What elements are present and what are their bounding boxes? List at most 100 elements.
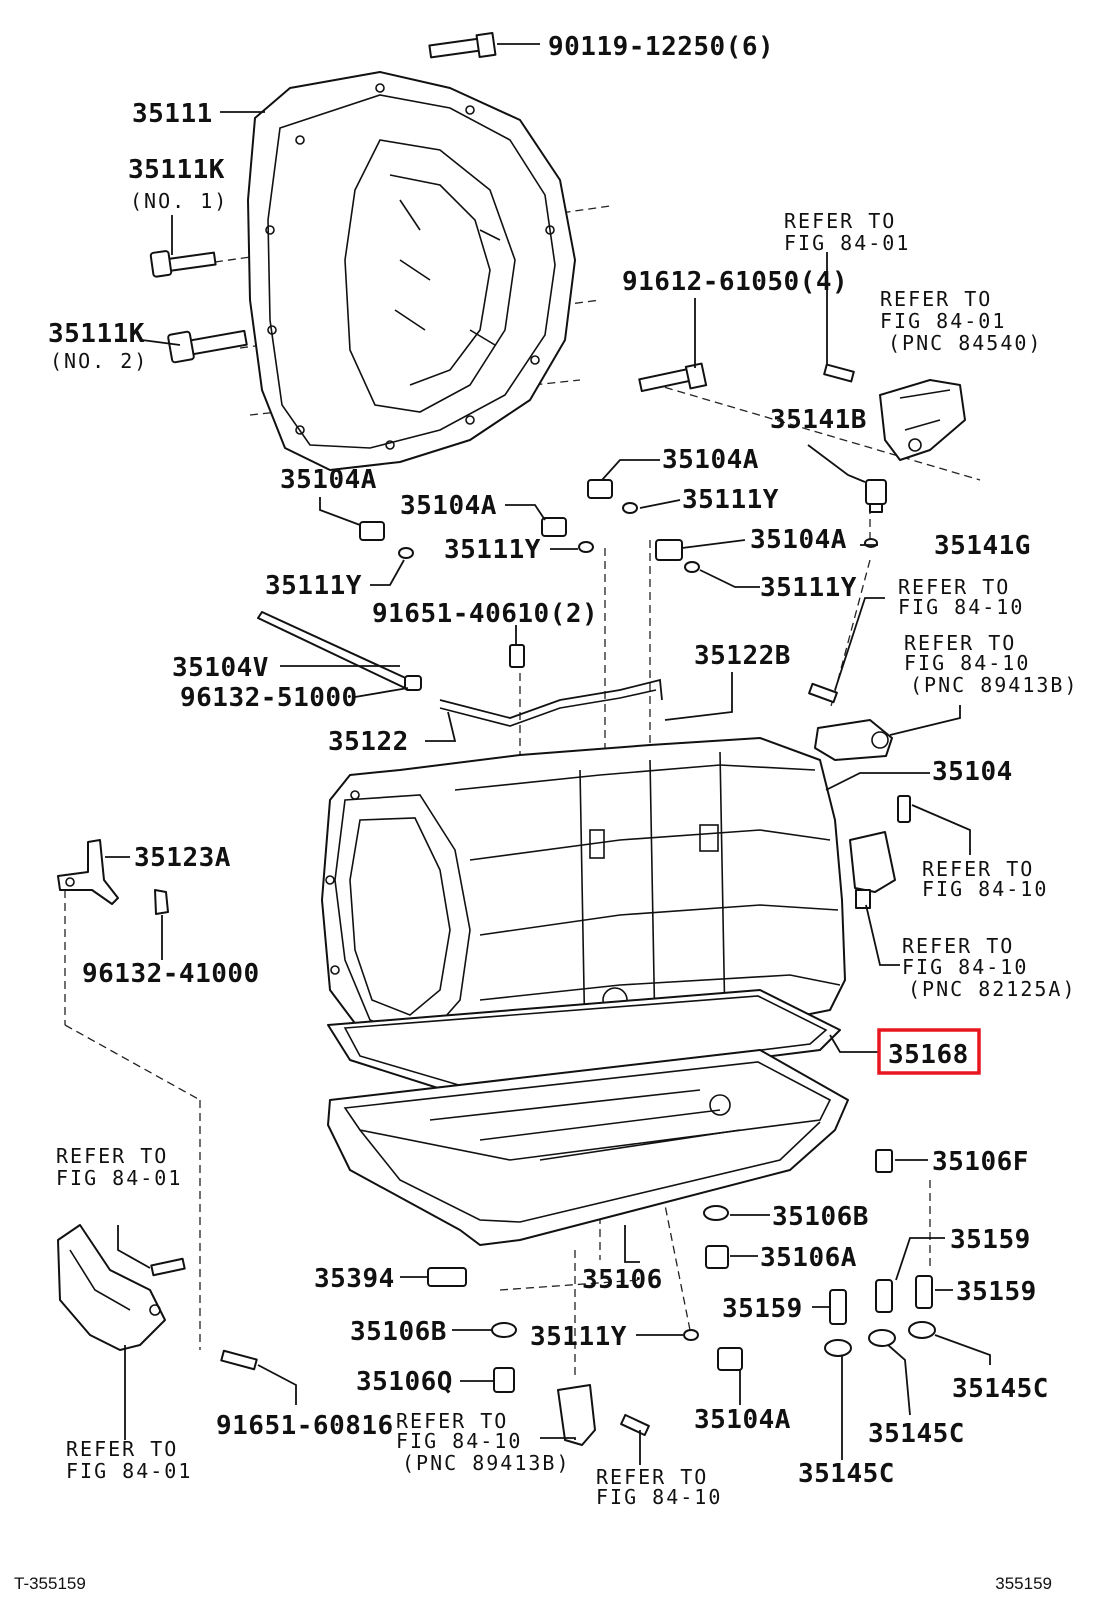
- plug-35104A-bottom[interactable]: [717, 1347, 743, 1371]
- plug-35159-c[interactable]: [915, 1275, 933, 1309]
- label-96132-41000: 96132-41000: [82, 959, 260, 989]
- bolt-sensor-84-10-bottom[interactable]: [620, 1413, 650, 1437]
- refer-6-line2: FIG 84-10: [902, 955, 1028, 979]
- refer-10-line2: FIG 84-10: [596, 1485, 722, 1509]
- label-35159-c: 35159: [722, 1294, 803, 1324]
- label-no2: (NO. 2): [50, 349, 148, 373]
- bolt-sensor-84540[interactable]: [823, 363, 855, 383]
- label-90119-12250: 90119-12250(6): [548, 32, 774, 62]
- plug-35106F[interactable]: [875, 1149, 893, 1173]
- bell-housing-35111[interactable]: [247, 71, 576, 471]
- washer-35145C-a[interactable]: [824, 1339, 852, 1357]
- label-35111Y-bottom: 35111Y: [530, 1322, 627, 1352]
- oring-35111Y-top[interactable]: [622, 502, 638, 514]
- plug-35104A-right[interactable]: [655, 539, 683, 561]
- label-35145C-right: 35145C: [952, 1374, 1049, 1404]
- label-91651-40610: 91651-40610(2): [372, 599, 598, 629]
- label-35145C-bottom: 35145C: [798, 1459, 895, 1489]
- gasket-35106B-bottom[interactable]: [491, 1322, 517, 1338]
- plug-35106A[interactable]: [705, 1245, 729, 1269]
- label-35141B: 35141B: [770, 405, 867, 435]
- leader-lines: [105, 43, 991, 1465]
- footer-left-code: T-355159: [14, 1574, 86, 1593]
- highlight-35168: [877, 1028, 981, 1075]
- gasket-35106B-right[interactable]: [703, 1205, 729, 1221]
- label-35104V: 35104V: [172, 653, 269, 683]
- plug-35104A-top[interactable]: [587, 479, 613, 499]
- plug-35159-b[interactable]: [875, 1279, 893, 1313]
- label-35104: 35104: [932, 757, 1013, 787]
- bolt-91651-40610[interactable]: [509, 644, 525, 668]
- plug-35104A-left[interactable]: [359, 521, 385, 541]
- plug-35104A-mid[interactable]: [541, 517, 567, 537]
- refer-4-line3: (PNC 89413B): [910, 673, 1079, 697]
- bolt-sensor-89413B[interactable]: [808, 682, 838, 704]
- oring-35111Y-right[interactable]: [684, 561, 700, 573]
- label-35123A: 35123A: [134, 843, 231, 873]
- bolt-bracket-84-01[interactable]: [150, 1257, 186, 1277]
- label-35145C-mid: 35145C: [868, 1419, 965, 1449]
- label-35104A-bottom: 35104A: [694, 1405, 791, 1435]
- refer-9-line1: REFER TO: [66, 1437, 178, 1461]
- refer-10-line1: REFER TO: [596, 1465, 708, 1489]
- label-35106: 35106: [582, 1265, 663, 1295]
- bracket-35123A[interactable]: [57, 839, 119, 905]
- hose-35104V[interactable]: [257, 611, 422, 691]
- refer-1-line1: REFER TO: [784, 209, 896, 233]
- plug-35106Q[interactable]: [493, 1367, 515, 1393]
- label-35106B-bottom: 35106B: [350, 1317, 447, 1347]
- bolt-solenoid-84-10[interactable]: [897, 795, 911, 823]
- clamp-96132-41000[interactable]: [154, 889, 169, 915]
- sensor-89413B[interactable]: [814, 719, 893, 761]
- oring-35111Y-mid[interactable]: [578, 541, 594, 553]
- label-35104A-right: 35104A: [750, 525, 847, 555]
- label-91651-60816: 91651-60816: [216, 1411, 394, 1441]
- oring-35111Y-bottom[interactable]: [683, 1329, 699, 1341]
- refer-notes: REFER TO FIG 84-01 REFER TO FIG 84-01 (P…: [56, 209, 1079, 1509]
- footer-right-code: 355159: [995, 1574, 1052, 1593]
- refer-5-line1: REFER TO: [922, 857, 1034, 881]
- label-35111Y-left: 35111Y: [265, 571, 362, 601]
- refer-9-line2: FIG 84-01: [66, 1459, 192, 1483]
- bolt-90119-12250[interactable]: [428, 31, 497, 59]
- sensor-89413B-bottom[interactable]: [557, 1384, 596, 1446]
- label-35104A-mid: 35104A: [400, 491, 497, 521]
- label-no1: (NO. 1): [130, 189, 228, 213]
- plug-35141B[interactable]: [865, 479, 887, 513]
- refer-1-line2: FIG 84-01: [784, 231, 910, 255]
- bracket-84-01[interactable]: [57, 1224, 166, 1351]
- plug-35159-a[interactable]: [829, 1289, 847, 1325]
- label-35122B: 35122B: [694, 641, 791, 671]
- refer-8-line3: (PNC 89413B): [402, 1451, 571, 1475]
- label-35394: 35394: [314, 1264, 395, 1294]
- sensor-84540[interactable]: [879, 379, 966, 461]
- label-96132-51000: 96132-51000: [180, 683, 358, 713]
- refer-5-line2: FIG 84-10: [922, 877, 1048, 901]
- label-35106A: 35106A: [760, 1243, 857, 1273]
- transmission-35104[interactable]: [321, 737, 846, 1066]
- bolt-91651-60816[interactable]: [220, 1349, 258, 1371]
- bolt-91612-61050[interactable]: [638, 362, 708, 393]
- label-35159-b: 35159: [956, 1277, 1037, 1307]
- solenoid-82125A[interactable]: [849, 831, 896, 909]
- tube-35122[interactable]: [439, 678, 663, 727]
- refer-6-line3: (PNC 82125A): [908, 977, 1077, 1001]
- bolt-35111K-no2[interactable]: [167, 329, 248, 364]
- washer-35145C-b[interactable]: [868, 1329, 896, 1347]
- oring-35111Y-left[interactable]: [398, 547, 414, 559]
- label-35106B-right: 35106B: [772, 1202, 869, 1232]
- refer-4-line2: FIG 84-10: [904, 651, 1030, 675]
- refer-3-line2: FIG 84-10: [898, 595, 1024, 619]
- magnet-35394[interactable]: [427, 1267, 467, 1287]
- washer-35145C-c[interactable]: [908, 1321, 936, 1339]
- label-35141G: 35141G: [934, 531, 1031, 561]
- oil-pan-35106[interactable]: [327, 1049, 849, 1246]
- refer-8-line1: REFER TO: [396, 1409, 508, 1433]
- refer-8-line2: FIG 84-10: [396, 1429, 522, 1453]
- label-35106F: 35106F: [932, 1147, 1029, 1177]
- label-35111Y-mid: 35111Y: [444, 535, 541, 565]
- label-35104A-top: 35104A: [662, 445, 759, 475]
- refer-2-line1: REFER TO: [880, 287, 992, 311]
- bolt-35111K-no1[interactable]: [149, 250, 217, 278]
